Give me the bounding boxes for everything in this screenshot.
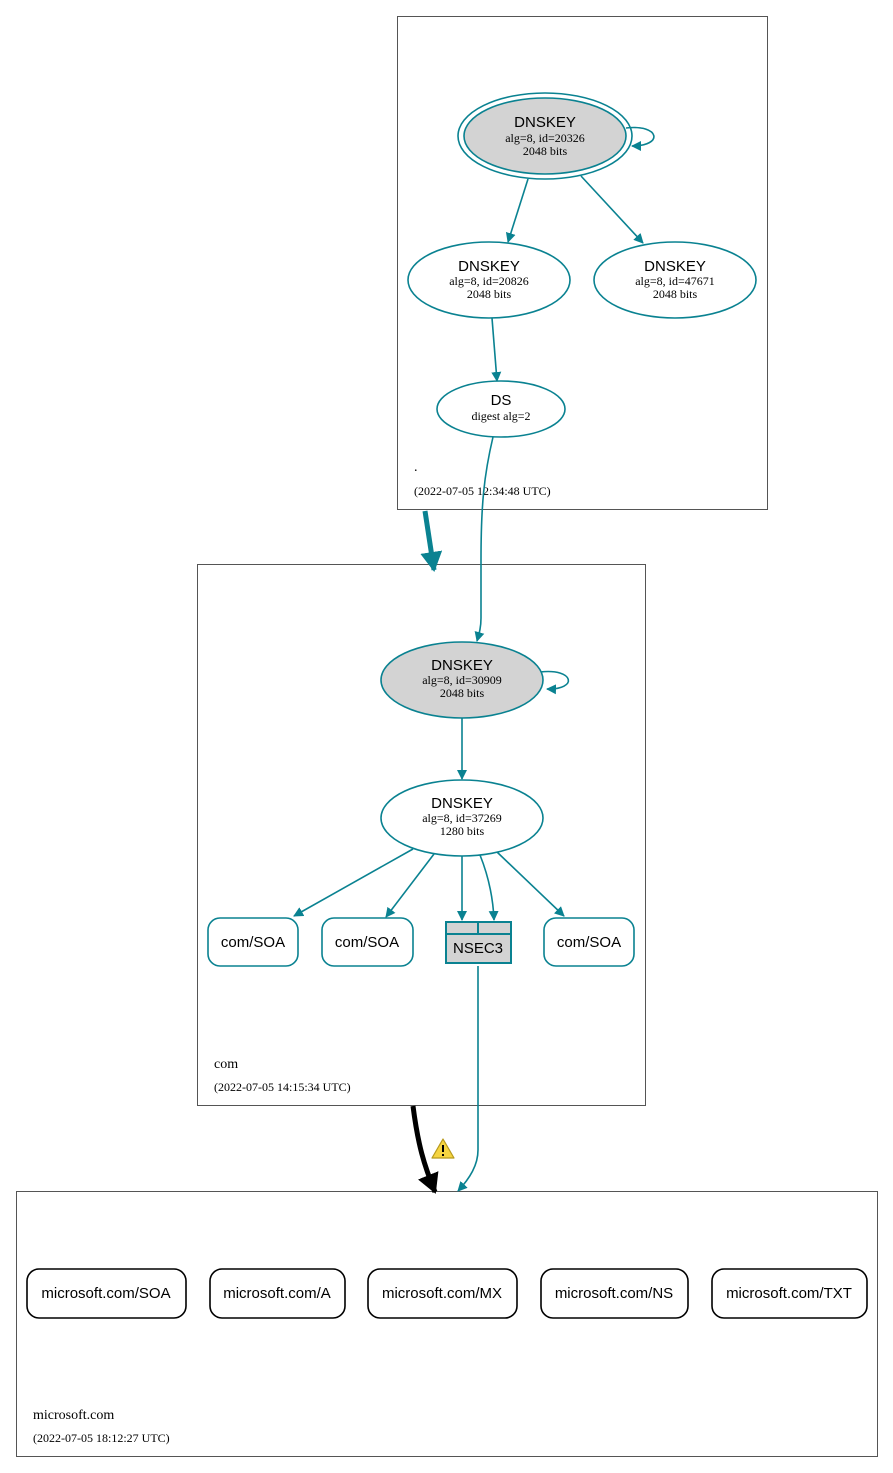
node-root-ds-type: DS [491, 392, 512, 409]
node-com-ksk-type: DNSKEY [431, 657, 493, 674]
edge-root-ksk-self [625, 126, 655, 151]
edge-com-nsec3-microsoft [457, 966, 479, 1192]
node-root-zsk2-bits: 2048 bits [653, 287, 698, 301]
node-microsoft-txt[interactable]: microsoft.com/TXT [711, 1268, 868, 1319]
node-com-soa-2[interactable]: com/SOA [321, 917, 414, 967]
node-root-zsk2[interactable]: DNSKEY alg=8, id=47671 2048 bits [593, 241, 757, 319]
node-com-zsk-bits: 1280 bits [440, 824, 485, 838]
node-root-ksk-type: DNSKEY [514, 114, 576, 131]
warning-icon[interactable] [431, 1138, 455, 1159]
zone-name-root: . [414, 460, 418, 475]
node-com-nsec3[interactable]: NSEC3 [445, 921, 512, 964]
zone-timestamp-root: (2022-07-05 12:34:48 UTC) [414, 484, 551, 498]
zone-box-microsoft [16, 1191, 878, 1457]
node-com-ksk[interactable]: DNSKEY alg=8, id=30909 2048 bits [380, 641, 544, 719]
node-root-ksk[interactable]: DNSKEY alg=8, id=20326 2048 bits [457, 92, 633, 180]
node-root-zsk1[interactable]: DNSKEY alg=8, id=20826 2048 bits [407, 241, 571, 319]
edge-com-zsk-soa3 [496, 851, 565, 917]
zone-timestamp-com: (2022-07-05 14:15:34 UTC) [214, 1080, 351, 1094]
edge-delegation-com-microsoft [410, 1105, 439, 1194]
node-com-soa-3-label: com/SOA [557, 934, 621, 951]
edge-root-zsk1-ds [491, 317, 502, 382]
node-com-ksk-bits: 2048 bits [440, 686, 485, 700]
edge-root-ds-com-ksk [474, 436, 494, 642]
node-root-zsk2-type: DNSKEY [644, 258, 706, 275]
zone-name-com: com [214, 1057, 238, 1072]
node-microsoft-mx[interactable]: microsoft.com/MX [367, 1268, 518, 1319]
node-com-soa-2-label: com/SOA [335, 934, 399, 951]
node-root-ds[interactable]: DS digest alg=2 [436, 380, 566, 438]
edge-com-zsk-soa1 [293, 848, 414, 917]
node-com-zsk[interactable]: DNSKEY alg=8, id=37269 1280 bits [380, 779, 544, 857]
node-root-zsk2-alg: alg=8, id=47671 [635, 274, 715, 288]
zone-name-microsoft: microsoft.com [33, 1408, 114, 1423]
edge-root-ksk-zsk2 [580, 175, 644, 244]
node-microsoft-soa-label: microsoft.com/SOA [41, 1285, 170, 1302]
node-microsoft-ns-label: microsoft.com/NS [555, 1285, 673, 1302]
edge-root-ksk-zsk1 [505, 178, 529, 243]
edge-com-zsk-soa2 [385, 853, 435, 918]
node-microsoft-mx-label: microsoft.com/MX [382, 1285, 502, 1302]
node-com-zsk-type: DNSKEY [431, 795, 493, 812]
node-com-soa-1[interactable]: com/SOA [207, 917, 299, 967]
node-root-zsk1-type: DNSKEY [458, 258, 520, 275]
node-microsoft-a[interactable]: microsoft.com/A [209, 1268, 346, 1319]
node-root-ds-digest: digest alg=2 [471, 409, 530, 423]
node-root-zsk1-bits: 2048 bits [467, 287, 512, 301]
node-com-soa-1-label: com/SOA [221, 934, 285, 951]
edge-com-zsk-nsec3-b [479, 854, 499, 921]
node-com-zsk-alg: alg=8, id=37269 [422, 811, 502, 825]
node-com-nsec3-label: NSEC3 [453, 940, 503, 957]
zone-timestamp-microsoft: (2022-07-05 18:12:27 UTC) [33, 1431, 170, 1445]
node-root-zsk1-alg: alg=8, id=20826 [449, 274, 529, 288]
node-microsoft-a-label: microsoft.com/A [223, 1285, 331, 1302]
node-microsoft-txt-label: microsoft.com/TXT [726, 1285, 852, 1302]
node-root-ksk-bits: 2048 bits [523, 144, 568, 158]
edge-com-ksk-self [539, 670, 570, 695]
node-com-ksk-alg: alg=8, id=30909 [422, 673, 502, 687]
edge-delegation-root-com [420, 510, 443, 572]
node-root-ksk-alg: alg=8, id=20326 [505, 131, 585, 145]
node-com-soa-3[interactable]: com/SOA [543, 917, 635, 967]
node-microsoft-soa[interactable]: microsoft.com/SOA [26, 1268, 187, 1319]
zone-box-root [397, 16, 768, 510]
node-microsoft-ns[interactable]: microsoft.com/NS [540, 1268, 689, 1319]
